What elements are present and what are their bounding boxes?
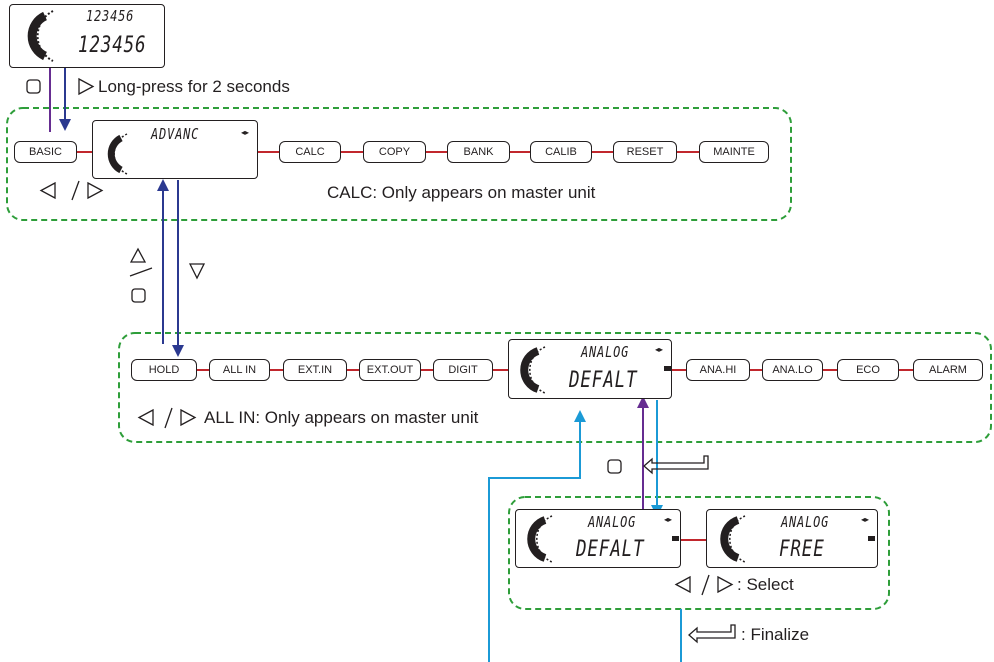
slash-icon (164, 407, 173, 429)
advanced-menu-group (6, 107, 792, 221)
option-display-top: ANALOG (781, 513, 830, 531)
left-key-icon (674, 575, 691, 594)
option-display-defalt: ANALOG DEFALT ◂▸ (515, 509, 681, 568)
analog-display-top: ANALOG (581, 343, 630, 361)
enter-key-icon (688, 624, 736, 644)
mainte-button[interactable]: MAINTE (699, 141, 769, 163)
finalize-instruction: : Finalize (741, 625, 810, 644)
nav-arrows-icon: ◂▸ (241, 128, 250, 137)
set-key-icon (26, 79, 41, 94)
bar-graph-icon (527, 515, 553, 563)
calib-button[interactable]: CALIB (530, 141, 592, 163)
right-key-icon (78, 77, 95, 96)
right-key-icon (180, 408, 197, 427)
down-key-icon (188, 263, 206, 280)
set-key-icon (607, 459, 622, 474)
ana-lo-button[interactable]: ANA.LO (762, 359, 823, 381)
basic-button[interactable]: BASIC (14, 141, 77, 163)
slash-icon (701, 574, 710, 596)
hold-button[interactable]: HOLD (131, 359, 197, 381)
option-display-bottom: DEFALT (576, 537, 645, 562)
calc-button[interactable]: CALC (279, 141, 341, 163)
slash-icon (71, 180, 80, 201)
ext-out-button[interactable]: EXT.OUT (359, 359, 421, 381)
ana-hi-button[interactable]: ANA.HI (686, 359, 750, 381)
option-display-free: ANALOG FREE ◂▸ (706, 509, 878, 568)
right-key-icon (87, 181, 104, 200)
analog-display-bottom: DEFALT (569, 368, 638, 393)
option-display-top: ANALOG (588, 513, 637, 531)
display-line-2: 123456 (78, 33, 147, 58)
calc-note: CALC: Only appears on master unit (327, 183, 596, 202)
bar-graph-icon (520, 346, 546, 394)
finalize-return-path (488, 410, 586, 662)
bank-button[interactable]: BANK (447, 141, 510, 163)
right-key-icon (717, 575, 734, 594)
analog-display: ANALOG DEFALT ◂▸ (508, 339, 672, 399)
advanced-display-text: ADVANC (151, 125, 200, 143)
top-display: 123456 123456 (9, 4, 165, 68)
enter-indicator-icon (868, 536, 875, 541)
display-line-1: 123456 (86, 7, 135, 25)
eco-button[interactable]: ECO (837, 359, 899, 381)
long-press-instruction: Long-press for 2 seconds (98, 77, 290, 96)
enter-key-icon (643, 455, 709, 475)
enter-indicator-icon (672, 536, 679, 541)
reset-button[interactable]: RESET (613, 141, 677, 163)
nav-arrows-icon: ◂▸ (664, 515, 673, 524)
up-key-icon (129, 247, 147, 263)
set-key-icon (131, 288, 146, 303)
bar-graph-icon (720, 515, 746, 563)
left-key-icon (39, 181, 56, 200)
option-select-group (508, 496, 890, 610)
all-in-button[interactable]: ALL IN (209, 359, 270, 381)
bar-graph-icon (27, 10, 54, 62)
alarm-button[interactable]: ALARM (913, 359, 983, 381)
copy-button[interactable]: COPY (363, 141, 426, 163)
select-instruction: : Select (737, 575, 794, 594)
analog-menu-group (118, 332, 992, 443)
advanced-display: ADVANC ◂▸ (92, 120, 258, 179)
nav-arrows-icon: ◂▸ (861, 515, 870, 524)
enter-indicator-icon (664, 366, 671, 371)
option-display-bottom: FREE (779, 537, 825, 562)
ext-in-button[interactable]: EXT.IN (283, 359, 347, 381)
nav-arrows-icon: ◂▸ (655, 345, 664, 354)
allin-note: ALL IN: Only appears on master unit (204, 408, 479, 427)
divider-line (129, 267, 153, 277)
digit-button[interactable]: DIGIT (433, 359, 493, 381)
bar-graph-icon (107, 133, 128, 175)
left-key-icon (137, 408, 154, 427)
